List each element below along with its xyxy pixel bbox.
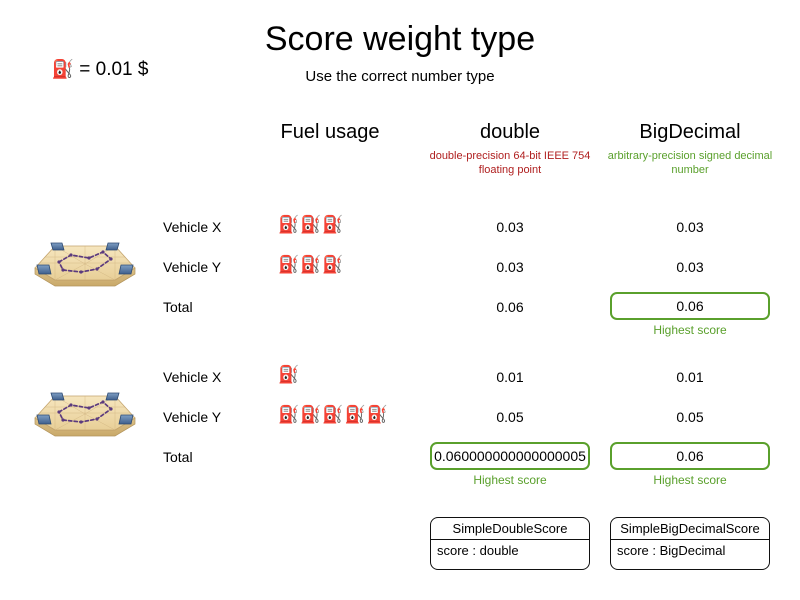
score-cell-bigdecimal: 0.03 [676, 259, 704, 275]
highest-score-caption: Highest score [473, 473, 547, 487]
fuel-pump-icon: ⛽ [322, 405, 345, 424]
highest-score-caption: Highest score [653, 473, 727, 487]
uml-class-attribute: score : double [437, 543, 519, 558]
fuel-usage-cell: ⛽⛽⛽ [245, 255, 415, 275]
fuel-unit-legend: ⛽ = 0.01 $ [30, 57, 170, 82]
uml-class-box: SimpleDoubleScore score : double [430, 517, 590, 570]
fuel-pump-icon: ⛽ [278, 365, 301, 384]
vehicle-routing-plane [31, 384, 139, 447]
column-subtitle-double: double-precision 64-bit IEEE 754 floatin… [429, 150, 591, 176]
uml-class-box: SimpleBigDecimalScore score : BigDecimal [610, 517, 770, 570]
fuel-usage-cell: ⛽⛽⛽⛽⛽ [245, 405, 415, 425]
highest-score-box-bigdecimal[interactable]: 0.06 [610, 442, 770, 470]
vehicle-routing-plane-illustration [34, 392, 136, 437]
highest-score-box-double[interactable]: 0.060000000000000005 [430, 442, 590, 470]
vehicle-routing-plane [31, 234, 139, 297]
highest-score-caption: Highest score [653, 323, 727, 337]
score-cell-bigdecimal: 0.05 [676, 409, 704, 425]
column-header-bigdecimal: BigDecimal [639, 121, 741, 143]
fuel-pump-icon: ⛽ [344, 405, 367, 424]
uml-class-name: SimpleBigDecimalScore [611, 518, 769, 540]
fuel-pump-icon: ⛽ [322, 255, 345, 274]
row-label: Vehicle X [163, 369, 222, 385]
row-label: Vehicle X [163, 219, 222, 235]
row-label: Vehicle Y [163, 409, 222, 425]
fuel-pump-icon: ⛽ [300, 255, 323, 274]
fuel-pump-icon: ⛽ [366, 405, 389, 424]
page-subtitle: Use the correct number type [305, 68, 495, 85]
column-subtitle-bigdecimal: arbitrary-precision signed decimal numbe… [607, 150, 773, 176]
fuel-pump-icon: ⛽ [278, 405, 301, 424]
fuel-pump-icon: ⛽ [51, 59, 74, 79]
score-cell-bigdecimal: 0.03 [676, 219, 704, 235]
row-label: Total [163, 449, 193, 465]
fuel-pump-icon: ⛽ [278, 215, 301, 234]
row-label: Vehicle Y [163, 259, 222, 275]
fuel-pump-icon: ⛽ [322, 215, 345, 234]
fuel-usage-cell: ⛽⛽⛽ [245, 215, 415, 235]
uml-class-name: SimpleDoubleScore [431, 518, 589, 540]
fuel-pump-icon: ⛽ [278, 255, 301, 274]
fuel-usage-cell: ⛽ [245, 365, 415, 385]
score-cell-double: 0.01 [496, 369, 524, 385]
column-header-fuel-usage: Fuel usage [280, 121, 380, 143]
page-title: Score weight type [264, 20, 536, 58]
score-cell-double: 0.05 [496, 409, 524, 425]
uml-class-attribute: score : BigDecimal [617, 543, 726, 558]
score-cell-double: 0.03 [496, 259, 524, 275]
vehicle-routing-plane-illustration [34, 242, 136, 287]
fuel-pump-icon: ⛽ [300, 215, 323, 234]
score-cell-double: 0.03 [496, 219, 524, 235]
score-cell-bigdecimal: 0.01 [676, 369, 704, 385]
score-cell-double: 0.06 [496, 299, 524, 315]
fuel-pump-icon: ⛽ [300, 405, 323, 424]
row-label: Total [163, 299, 193, 315]
column-header-double: double [479, 121, 541, 143]
fuel-unit-legend-text: = 0.01 $ [79, 59, 149, 80]
highest-score-box-bigdecimal[interactable]: 0.06 [610, 292, 770, 320]
